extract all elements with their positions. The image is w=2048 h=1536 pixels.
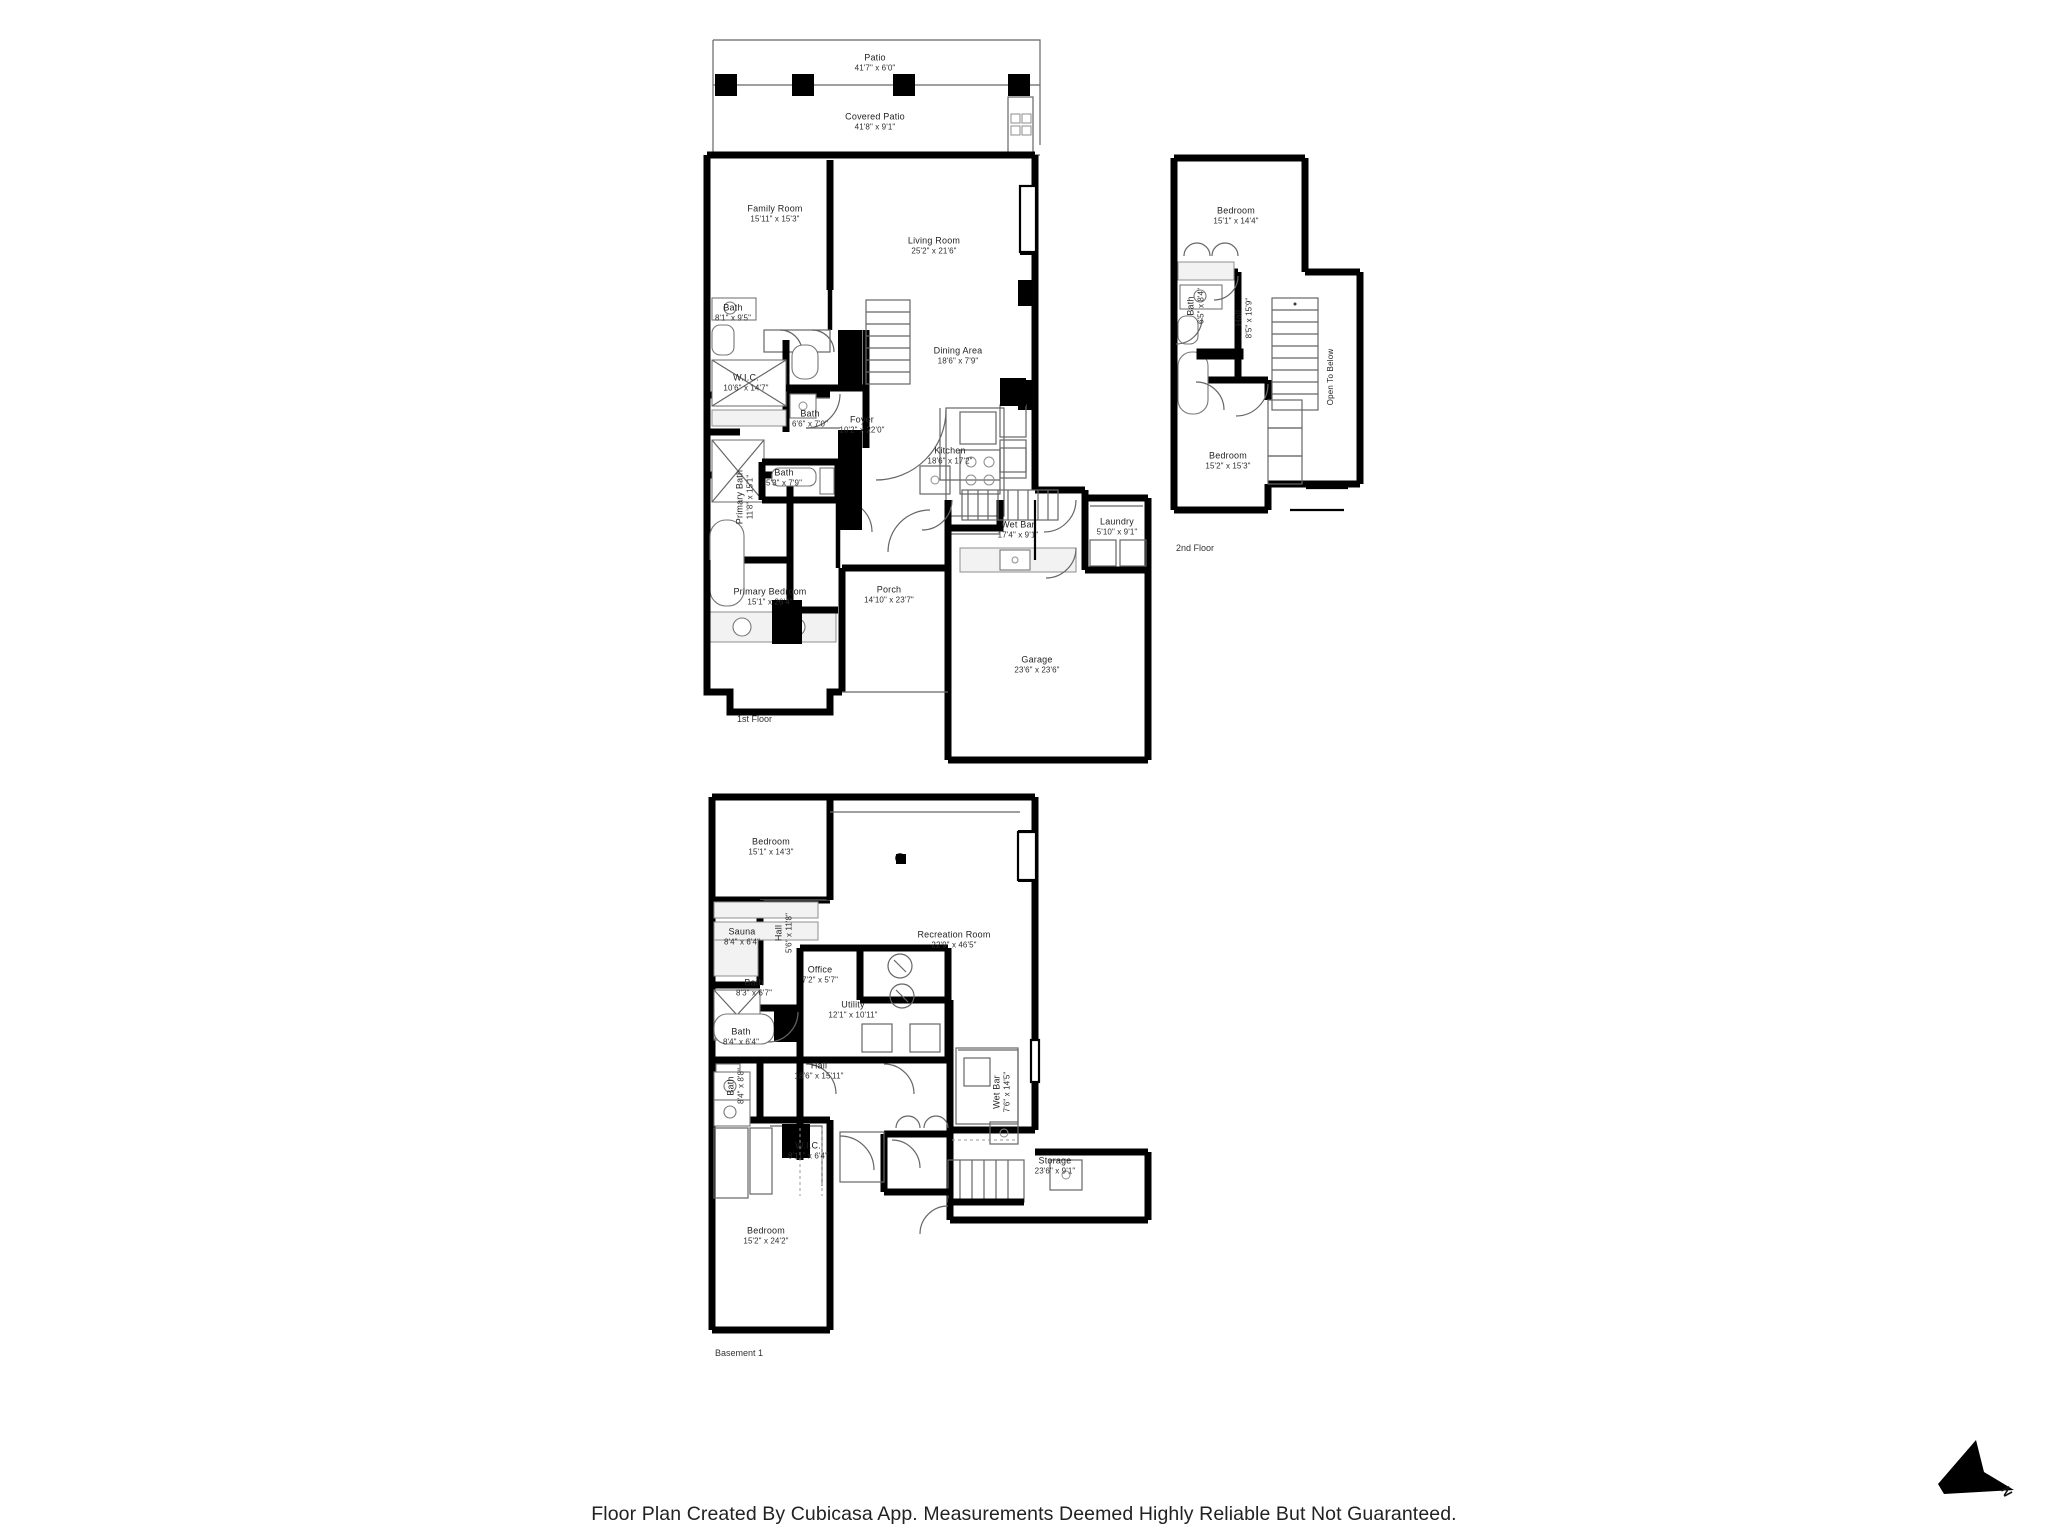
- basement-geometry: [708, 793, 1152, 1334]
- second-floor-geometry: [1170, 154, 1364, 514]
- compass-arrow-icon: [1938, 1440, 2014, 1494]
- footer-note: Floor Plan Created By Cubicasa App. Meas…: [591, 1503, 1457, 1525]
- floor-tag-1st-floor: 1st Floor: [737, 714, 773, 724]
- floor-tag-basement-1: Basement 1: [715, 1348, 764, 1358]
- compass-rose: N: [1930, 1432, 2040, 1522]
- first-floor-geometry: [703, 39, 1152, 764]
- floor-tag-2nd-floor: 2nd Floor: [1176, 543, 1215, 553]
